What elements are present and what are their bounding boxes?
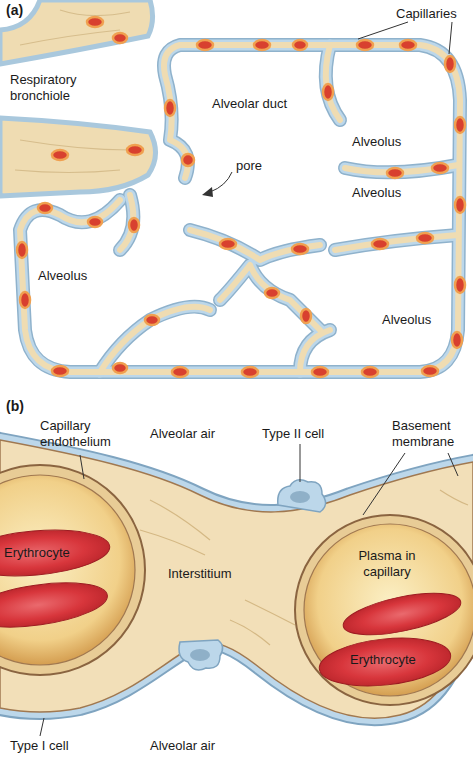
label-holder: (b) xyxy=(4,398,26,414)
label-holder: Alveolar air xyxy=(150,426,215,442)
part-label: Alveolus xyxy=(38,268,87,284)
panel-letter: (b) xyxy=(4,398,26,414)
part-label: Type II cell xyxy=(262,426,324,442)
part-label: Alveolar air xyxy=(150,426,215,442)
part-label: Capillary endothelium xyxy=(40,418,124,450)
pore-arrowhead xyxy=(202,187,213,197)
label-holder: Basement membrane xyxy=(392,418,466,450)
label-holder: Alveolus xyxy=(382,312,431,328)
capillaries xyxy=(17,17,465,377)
part-label: Respiratory bronchiole xyxy=(10,72,94,104)
part-label: Alveolar air xyxy=(150,738,215,754)
alveolar-walls xyxy=(20,45,460,372)
part-label: Alveolar duct xyxy=(212,96,287,112)
label-holder: Capillary endothelium xyxy=(40,418,124,450)
label-holder: Alveolar air xyxy=(150,738,215,754)
part-label: Plasma in capillary xyxy=(350,548,424,580)
label-holder: (a) xyxy=(4,2,25,18)
label-holder: Erythrocyte xyxy=(350,652,416,668)
part-label: Type I cell xyxy=(10,738,69,754)
label-holder: Alveolus xyxy=(352,134,401,150)
label-holder: Capillaries xyxy=(396,6,457,22)
bronchiole-tissue xyxy=(0,0,156,196)
part-label: Alveolus xyxy=(352,185,401,201)
label-holder: Alveolar duct xyxy=(212,96,287,112)
part-label: Erythrocyte xyxy=(350,652,416,668)
label-holder: Type II cell xyxy=(262,426,324,442)
part-label: Capillaries xyxy=(396,6,457,22)
right-capillary xyxy=(295,515,473,705)
label-holder: Alveolus xyxy=(352,185,401,201)
leader-lines xyxy=(40,444,458,736)
label-holder: Plasma in capillary xyxy=(350,548,424,580)
part-label: Basement membrane xyxy=(392,418,466,450)
left-capillary xyxy=(0,465,145,675)
label-holder: Interstitium xyxy=(168,566,232,582)
label-holder: Type I cell xyxy=(10,738,69,754)
part-label: Interstitium xyxy=(168,566,232,582)
label-holder: pore xyxy=(236,158,262,174)
label-holder: Alveolus xyxy=(38,268,87,284)
part-label: Alveolus xyxy=(352,134,401,150)
part-label: Alveolus xyxy=(382,312,431,328)
part-label: Erythrocyte xyxy=(4,545,70,561)
label-holder: Erythrocyte xyxy=(4,545,70,561)
label-holder: Respiratory bronchiole xyxy=(10,72,94,104)
part-label: pore xyxy=(236,158,262,174)
leader-lines xyxy=(210,22,452,192)
panel-letter: (a) xyxy=(4,2,25,18)
